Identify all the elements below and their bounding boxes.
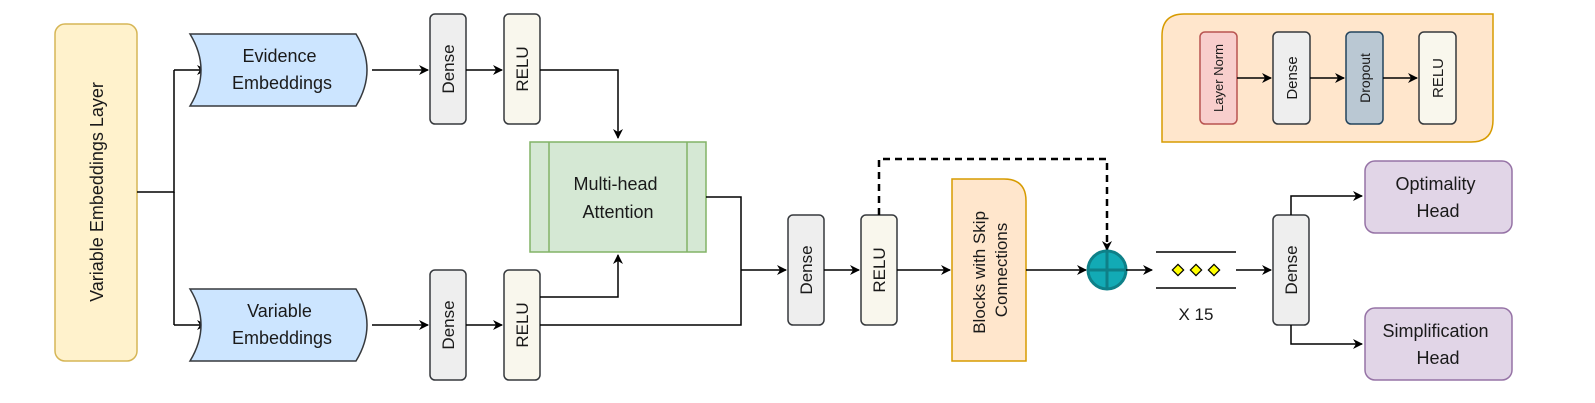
skip-blocks-label: Blocks with Skip Connections <box>970 206 1011 334</box>
legend-dense-label: Dense <box>1284 56 1301 99</box>
variable-embeddings-label: Variable Embeddings <box>232 301 332 348</box>
sum-node-icon <box>1086 249 1128 291</box>
legend-layer-norm-label: Layer Norm <box>1211 44 1226 112</box>
simplification-head-label: Simplification Head <box>1382 321 1493 368</box>
multi-head-attention <box>529 141 707 253</box>
relu-top <box>503 13 541 125</box>
optimality-head-label: Optimality Head <box>1395 174 1480 221</box>
dense-top <box>429 13 467 125</box>
dense-bottom-label: Dense <box>439 300 458 349</box>
legend-relu-label: RELU <box>1430 58 1447 98</box>
dense-top-label: Dense <box>439 44 458 93</box>
relu-bottom-label: RELU <box>513 302 532 347</box>
legend-relu <box>1418 31 1457 125</box>
optimality-head <box>1364 160 1513 234</box>
relu-middle-label: RELU <box>870 247 889 292</box>
variable-embeddings-shape <box>188 288 368 362</box>
repeat-ellipsis-icon <box>1156 251 1236 289</box>
relu-top-label: RELU <box>513 46 532 91</box>
legend-dropout-label: Dropout <box>1357 53 1373 103</box>
dense-final-label: Dense <box>1282 245 1301 294</box>
variable-embeddings-layer-label: Variable Embeddings Layer <box>87 82 107 302</box>
repeat-count-label: X 15 <box>1179 305 1214 324</box>
evidence-embeddings-shape <box>188 33 368 107</box>
skip-blocks <box>951 178 1027 362</box>
multi-head-attention-label: Multi-head Attention <box>573 174 662 222</box>
dense-middle-label: Dense <box>797 245 816 294</box>
legend-box: Layer Norm Dense Dropout RELU <box>1161 13 1494 143</box>
evidence-embeddings-label: Evidence Embeddings <box>232 46 332 93</box>
skip-connection <box>877 157 1112 251</box>
simplification-head <box>1364 307 1513 381</box>
